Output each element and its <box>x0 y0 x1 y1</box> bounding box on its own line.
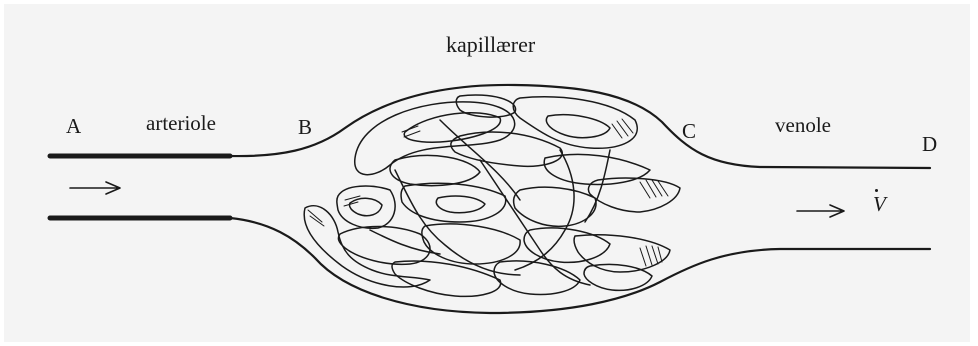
inlet-flow-arrow <box>70 182 120 194</box>
vessel-lower-contour <box>230 218 930 313</box>
outlet-flow-arrow <box>797 205 844 217</box>
point-label-b: B <box>298 117 312 138</box>
point-label-c: C <box>682 121 696 142</box>
venole-label: venole <box>775 115 831 136</box>
flow-rate-label: V <box>873 194 886 215</box>
diagram-title: kapillærer <box>446 34 535 56</box>
point-label-d: D <box>922 134 937 155</box>
point-label-a: A <box>66 116 81 137</box>
capillary-network <box>304 95 680 296</box>
arteriole-label: arteriole <box>146 113 216 134</box>
